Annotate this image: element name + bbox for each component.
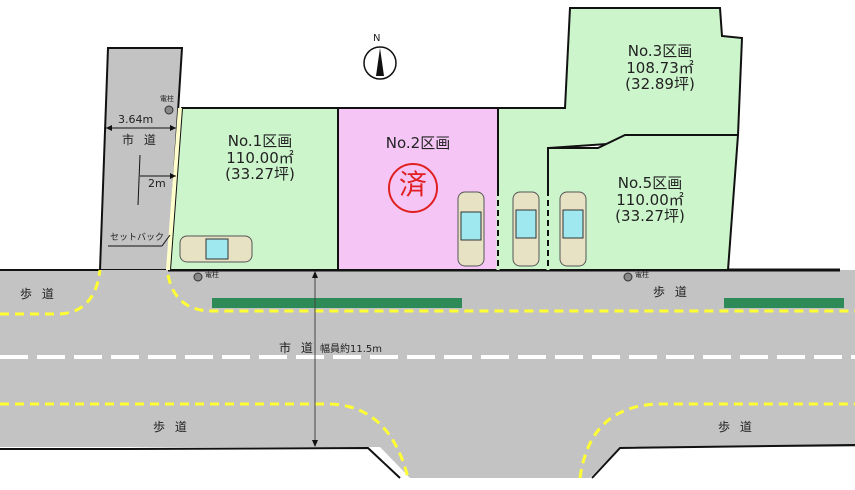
pole-label: 電柱: [635, 271, 649, 279]
main-road-label: 市 道: [279, 341, 316, 355]
sidewalk-label: 歩 道: [153, 420, 190, 434]
sold-stamp-text: 済: [398, 168, 427, 201]
lot-name: No.2区画: [385, 134, 451, 152]
side-road-label: 市 道: [122, 133, 159, 147]
main-road-width: 幅員約11.5m: [320, 344, 383, 355]
main-road: [0, 270, 855, 478]
pole-label: 電柱: [160, 95, 174, 103]
car-icon: [457, 191, 485, 267]
sold-stamp-icon: [388, 163, 438, 213]
pole-label: 電柱: [205, 271, 219, 279]
sidewalk-label: 歩 道: [718, 420, 755, 434]
lot-tsubo: (33.27坪): [225, 165, 295, 183]
car-icon: [559, 191, 587, 267]
lot-tsubo: (32.89坪): [625, 75, 695, 93]
lot-area: 108.73㎡: [626, 58, 694, 77]
lot-area: 110.00㎡: [616, 190, 684, 209]
utility-pole-icon: [193, 272, 203, 282]
compass-label: N: [373, 33, 381, 44]
setback-label: セットバック: [110, 233, 165, 243]
hedge: [724, 298, 844, 308]
car-icon: [512, 191, 540, 267]
lot-no3-info[interactable]: No.3区画 108.73㎡ (32.89坪): [600, 43, 720, 93]
sidewalk-label: 歩 道: [653, 285, 690, 299]
lot-no1-info[interactable]: No.1区画 110.00㎡ (33.27坪): [200, 133, 320, 183]
sidewalk-label: 歩 道: [20, 287, 57, 301]
utility-pole-icon: [623, 272, 633, 282]
lot-tsubo: (33.27坪): [615, 207, 685, 225]
lot-no5-info[interactable]: No.5区画 110.00㎡ (33.27坪): [590, 175, 710, 225]
north-arrow-icon: [363, 46, 397, 80]
lot-name: No.1区画: [227, 132, 293, 150]
car-icon: [179, 235, 253, 263]
lot-area: 110.00㎡: [226, 148, 294, 167]
hedge: [212, 298, 462, 308]
side-road-width: 3.64m: [118, 113, 154, 126]
utility-pole-icon: [164, 105, 174, 115]
lot-name: No.5区画: [617, 174, 683, 192]
lot-name: No.3区画: [627, 42, 693, 60]
setback-width: 2m: [148, 177, 166, 190]
lot-no2-info[interactable]: No.2区画: [358, 135, 478, 152]
